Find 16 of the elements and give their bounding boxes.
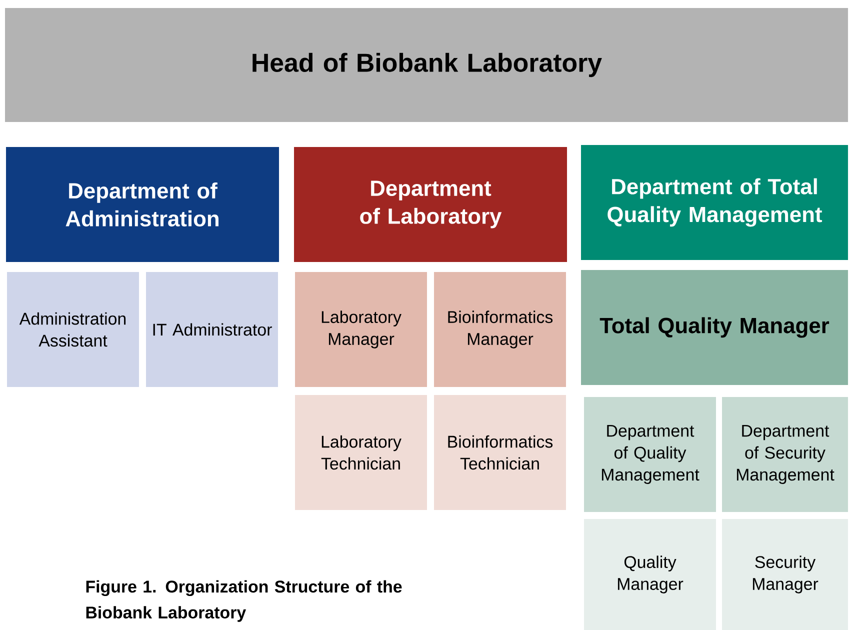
role-box: Quality Manager (584, 519, 716, 630)
department-box: Department of Security Management (722, 397, 848, 512)
department-box: Department of Quality Management (584, 397, 716, 512)
department-box: Department of Administration (6, 147, 279, 262)
department-box: Department of Total Quality Management (581, 145, 848, 260)
role-box: Laboratory Technician (295, 395, 427, 510)
role-box: Bioinformatics Manager (434, 272, 566, 387)
role-box: Security Manager (722, 519, 848, 630)
caption: Figure 1. Organization Structure of the Biobank Laboratory (86, 580, 402, 622)
title-band: Head of Biobank Laboratory (5, 8, 848, 122)
role-box: IT Administrator (146, 272, 278, 387)
role-box: Bioinformatics Technician (434, 395, 566, 510)
role-box: Total Quality Manager (581, 270, 848, 385)
role-box: Laboratory Manager (295, 272, 427, 387)
department-box: Department of Laboratory (294, 147, 567, 262)
role-box: Administration Assistant (7, 272, 139, 387)
